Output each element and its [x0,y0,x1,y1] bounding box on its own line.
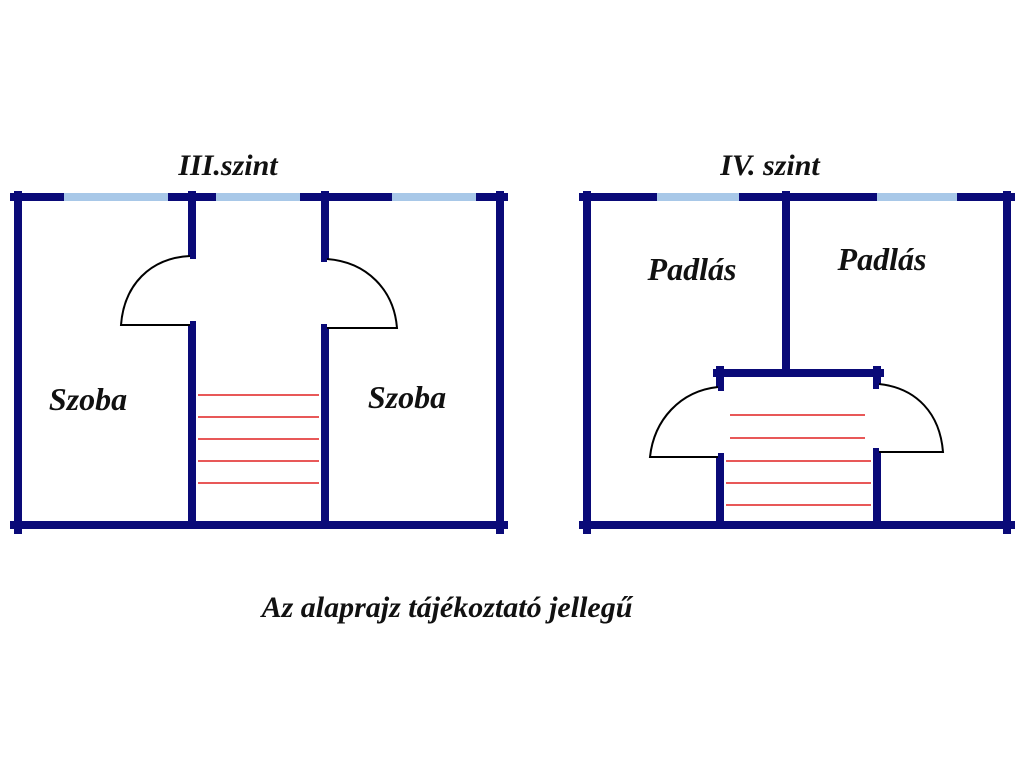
door-swing-right [326,258,399,329]
floor-iii-doors [119,255,399,329]
room-label: Padlás [837,241,927,277]
door-swing-left [648,386,719,458]
floor-iii-walls [10,191,508,534]
floor-iv-doors [648,383,945,458]
window [873,193,961,201]
room-label: Szoba [49,381,127,417]
room-label: Padlás [647,251,737,287]
floor-iii: III.szint [10,149,508,534]
window [653,193,743,201]
window [388,193,480,201]
floor-iii-title: III.szint [177,149,279,182]
door-swing-right [878,383,945,453]
disclaimer-note: Az alaprajz tájékoztató jellegű [260,591,634,624]
floor-iv: IV. szint [579,149,1015,534]
window [212,193,304,201]
window [60,193,172,201]
floor-iv-windows [653,193,961,201]
room-label: Szoba [368,379,446,415]
door-swing-left [119,255,191,326]
floor-iii-stairs [198,394,319,484]
floor-iv-title: IV. szint [719,149,821,182]
floor-iv-stairs [726,414,871,506]
floor-iii-windows [60,193,480,201]
floor-iv-walls [579,191,1015,534]
